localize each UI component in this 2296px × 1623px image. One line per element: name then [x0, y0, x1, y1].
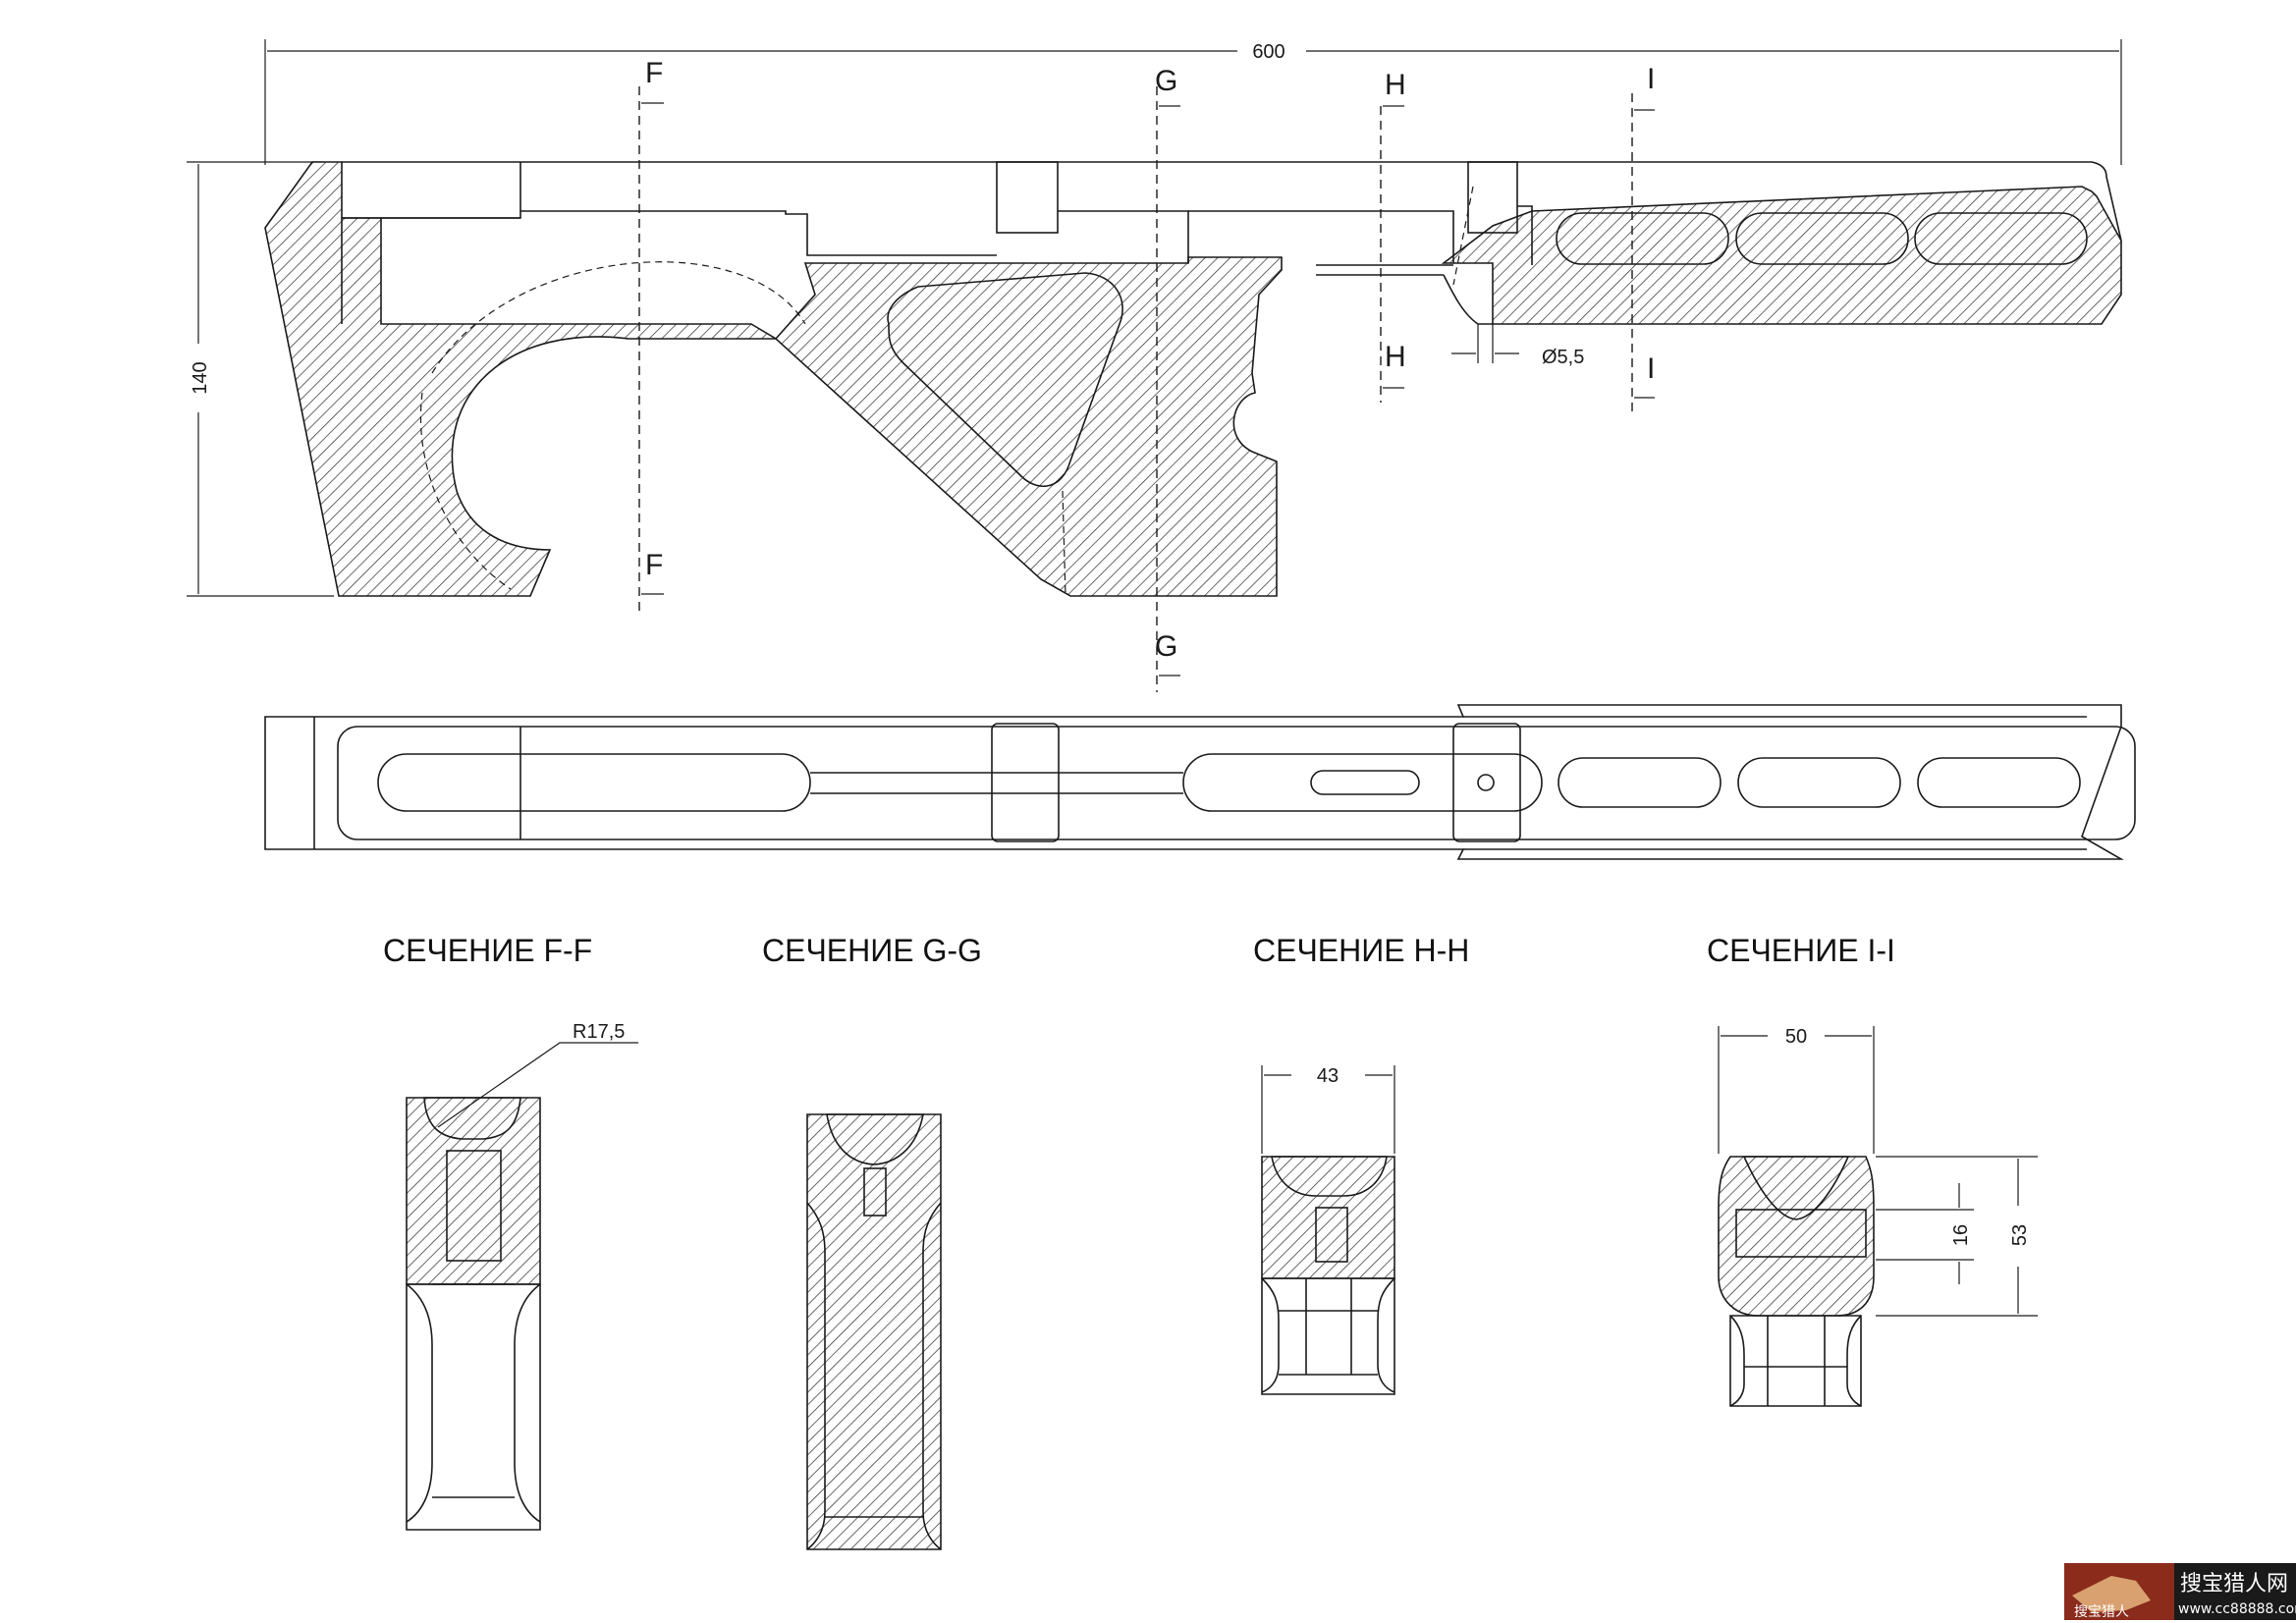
watermark-url: www.cc88888.com [2178, 1601, 2296, 1617]
width-ii-dimension: 50 [1718, 1026, 1875, 1154]
section-title-gg: СЕЧЕНИЕ G-G [762, 933, 982, 968]
overall-height-label: 140 [190, 361, 211, 394]
watermark: 搜宝猎人 搜宝猎人网 www.cc88888.com [2064, 1563, 2296, 1620]
section-titles: СЕЧЕНИЕ F-F СЕЧЕНИЕ G-G СЕЧЕНИЕ H-H СЕЧЕ… [383, 933, 1895, 968]
height-ii-dimensions: 16 53 [1876, 1156, 2038, 1317]
height-ii-upper-label: 16 [1950, 1224, 1972, 1246]
top-view [264, 704, 2136, 860]
overall-height-dimension: 140 [187, 161, 334, 597]
cut-line-h: H H [1380, 69, 1406, 403]
stock-grip-section [774, 256, 1283, 597]
cut-label-g-bottom: G [1155, 630, 1177, 663]
watermark-site-box [2174, 1563, 2296, 1620]
watermark-badge-text: 搜宝猎人 [2074, 1604, 2129, 1620]
cut-line-i: I I [1631, 63, 1655, 412]
section-title-hh: СЕЧЕНИЕ H-H [1253, 933, 1469, 968]
section-ff: R17,5 [406, 1021, 638, 1531]
receiver-channel [341, 161, 2122, 325]
width-hh-dimension: 43 [1261, 1065, 1395, 1154]
hole-diameter-label: Ø5,5 [1542, 347, 1584, 368]
cut-label-h-top: H [1385, 69, 1406, 101]
section-gg [806, 1113, 942, 1550]
section-ii: 50 16 53 [1718, 1026, 2038, 1407]
side-view: 600 140 [187, 39, 2122, 692]
radius-label: R17,5 [573, 1021, 625, 1043]
overall-length-dimension: 600 [264, 39, 2122, 165]
hidden-lines [419, 186, 1474, 597]
forend-slots [1556, 212, 2088, 265]
stock-butt-section [264, 161, 779, 597]
height-ii-total-label: 53 [2009, 1224, 2031, 1246]
cut-label-g-top: G [1155, 65, 1177, 97]
width-hh-label: 43 [1317, 1065, 1339, 1087]
cut-label-f-bottom: F [645, 549, 663, 581]
cut-line-f: F F [638, 57, 664, 614]
section-hh: 43 [1261, 1065, 1395, 1395]
cut-label-i-top: I [1647, 63, 1655, 95]
width-ii-label: 50 [1785, 1026, 1807, 1048]
forend-rail-section [1441, 186, 2122, 325]
radius-callout: R17,5 [437, 1021, 638, 1128]
mount-block-rear [1467, 161, 1518, 234]
hole-dimension: Ø5,5 [1451, 324, 1584, 368]
mount-block-center [996, 161, 1059, 234]
watermark-site-name: 搜宝猎人网 [2180, 1572, 2288, 1596]
hunter-logo-icon [2072, 1576, 2151, 1612]
section-title-ff: СЕЧЕНИЕ F-F [383, 933, 592, 968]
cut-label-h-bottom: H [1385, 341, 1406, 373]
section-title-ii: СЕЧЕНИЕ I-I [1707, 933, 1895, 968]
cut-label-i-bottom: I [1647, 352, 1655, 385]
overall-length-label: 600 [1252, 41, 1285, 63]
grip-window [887, 272, 1123, 488]
cut-label-f-top: F [645, 57, 663, 89]
cut-line-g: G G [1155, 65, 1180, 692]
